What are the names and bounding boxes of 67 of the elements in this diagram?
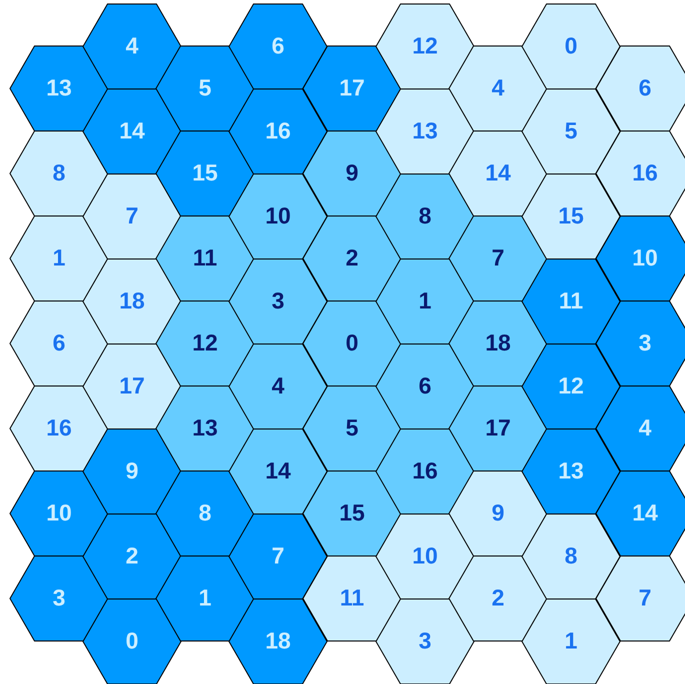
tile-number: 5 — [198, 74, 212, 102]
tile-number: 3 — [638, 330, 652, 356]
tile-number: 8 — [418, 202, 432, 230]
tile-number: 11 — [558, 288, 584, 314]
tile-number: 17 — [485, 414, 511, 442]
tile-number: 17 — [339, 74, 365, 102]
tile-number: 1 — [564, 628, 578, 654]
tile-number: 10 — [412, 542, 438, 570]
tile-number: 12 — [558, 372, 584, 400]
tile-number: 13 — [558, 458, 584, 484]
tile-number: 10 — [46, 500, 72, 526]
tile-number: 9 — [126, 458, 138, 484]
tile-number: 18 — [485, 330, 511, 356]
tile-number: 6 — [272, 32, 284, 60]
tile-number: 6 — [418, 372, 432, 400]
tile-number: 9 — [346, 160, 358, 186]
tile-number: 3 — [418, 628, 432, 654]
tile-number: 2 — [346, 244, 358, 272]
tile-number: 7 — [638, 584, 652, 612]
tile-number: 9 — [492, 500, 504, 526]
tile-number: 4 — [492, 74, 504, 102]
tile-number: 15 — [558, 202, 584, 230]
tile-number: 18 — [265, 628, 291, 654]
tile-number: 5 — [346, 414, 358, 442]
tile-number: 1 — [52, 244, 66, 272]
tile-number: 1 — [198, 584, 212, 612]
tile-number: 5 — [564, 118, 578, 144]
tile-number: 4 — [638, 414, 652, 442]
tile-number: 10 — [632, 244, 658, 272]
tile-number: 0 — [346, 330, 358, 356]
tile-number: 8 — [564, 542, 578, 570]
tile-number: 7 — [492, 244, 504, 272]
tile-number: 0 — [126, 628, 138, 654]
tile-number: 14 — [632, 500, 658, 526]
tile-number: 3 — [272, 288, 284, 314]
tile-number: 2 — [126, 542, 138, 570]
tile-number: 17 — [119, 372, 145, 400]
tile-number: 15 — [339, 500, 365, 526]
tile-number: 13 — [46, 74, 72, 102]
tile-number: 8 — [52, 160, 66, 186]
tile-number: 15 — [192, 160, 218, 186]
tile-number: 11 — [340, 584, 364, 612]
tile-number: 6 — [638, 74, 652, 102]
tile-number: 2 — [492, 584, 504, 612]
tile-number: 6 — [52, 330, 66, 356]
tile-number: 4 — [126, 32, 138, 60]
tile-number: 7 — [126, 202, 138, 230]
tile-number: 14 — [119, 118, 145, 144]
tile-number: 8 — [198, 500, 212, 526]
tile-number: 1 — [418, 288, 432, 314]
tile-number: 11 — [192, 244, 218, 272]
tile-number: 16 — [265, 118, 291, 144]
tile-number: 4 — [272, 372, 284, 400]
tile-number: 18 — [119, 288, 145, 314]
tile-number: 12 — [192, 330, 218, 356]
tile-number: 12 — [412, 32, 438, 60]
tile-number: 7 — [272, 542, 284, 570]
tile-number: 14 — [485, 160, 511, 186]
tile-number: 13 — [192, 414, 218, 442]
tile-number: 10 — [265, 202, 291, 230]
tile-number: 16 — [412, 458, 438, 484]
tile-number: 3 — [52, 584, 66, 612]
tile-number: 14 — [265, 458, 291, 484]
tile-number: 16 — [632, 160, 658, 186]
tile-number: 0 — [564, 32, 578, 60]
tile-number: 13 — [412, 118, 438, 144]
tile-number: 16 — [46, 414, 72, 442]
